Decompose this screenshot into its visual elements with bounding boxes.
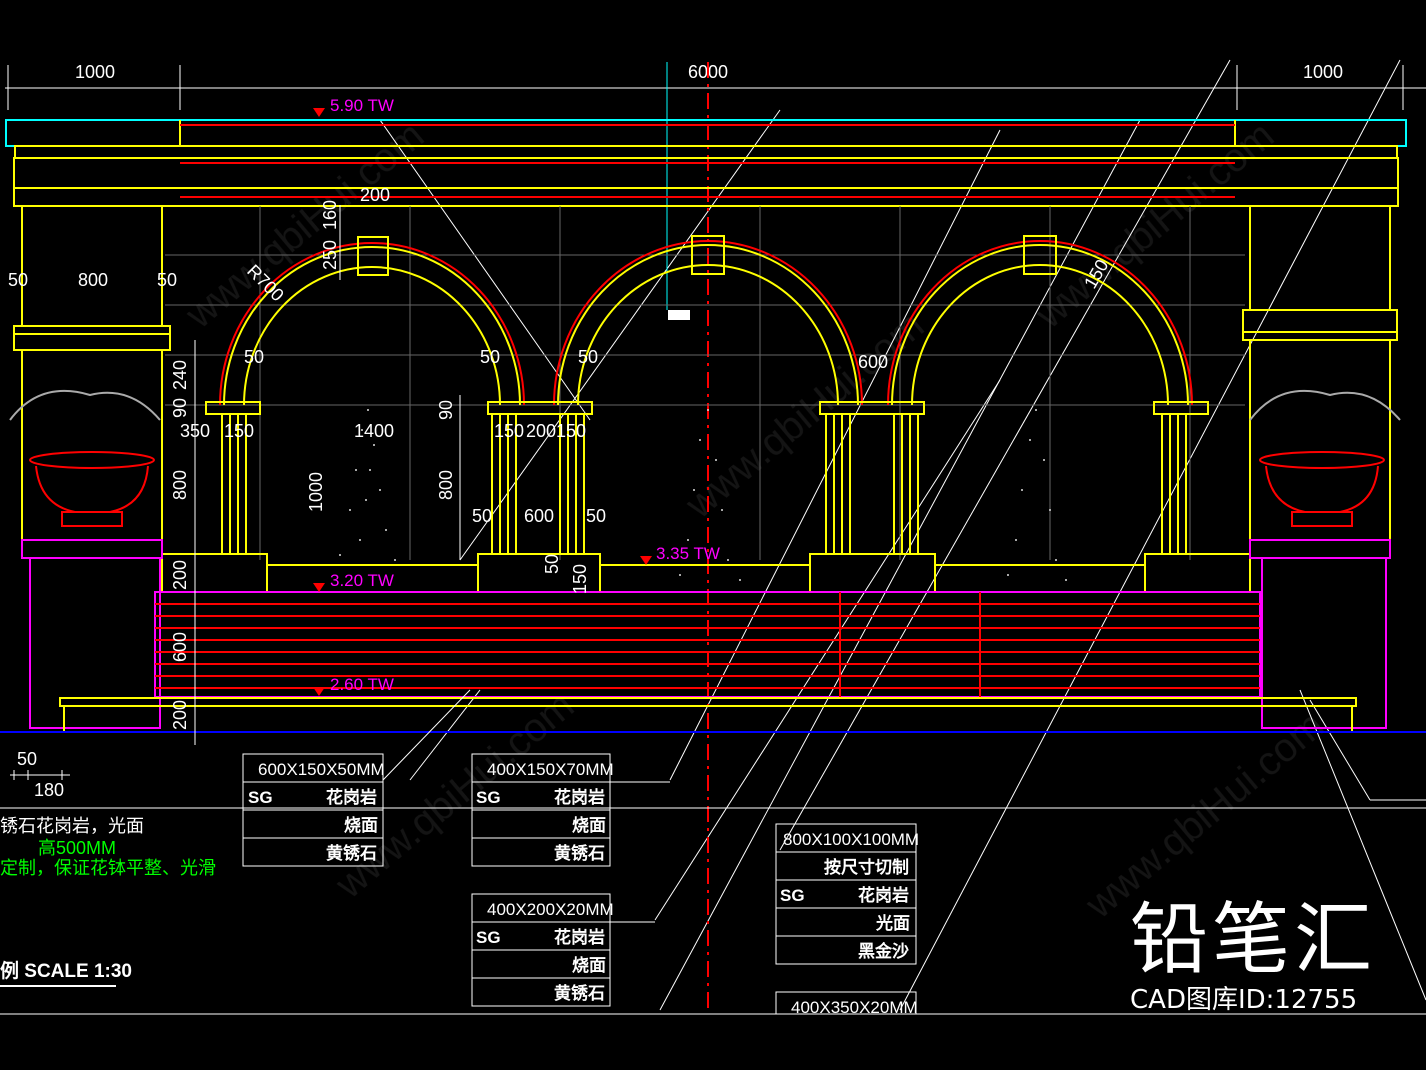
dim-text: 800 [78, 270, 108, 290]
dim-text: 240 [170, 360, 190, 390]
table-material: 花岗岩 [554, 787, 605, 807]
dim-text: 150 [556, 421, 586, 441]
dim-text: 50 [542, 554, 562, 574]
brand-watermark: 铅笔汇 CAD图库ID:12755 [1130, 895, 1376, 1016]
dim-text: 1000 [306, 472, 326, 512]
dim-text: 150 [494, 421, 524, 441]
material-table-5 [775, 991, 917, 1015]
dim-text: 800 [436, 470, 456, 500]
table-code: SG [248, 788, 273, 807]
planter-left [9, 389, 163, 729]
scale-label: 例 SCALE 1:30 [0, 959, 132, 982]
dim-text: 50 [157, 270, 177, 290]
dim-text: 160 [320, 200, 340, 230]
note-material: 锈石花岗岩，光面 [0, 816, 144, 836]
dim-text: 150 [570, 564, 590, 594]
table-size: 400X150X70MM [487, 760, 614, 779]
arch-right [887, 235, 1193, 406]
dim-ticks [10, 205, 461, 780]
planter-right [1249, 389, 1401, 729]
table-finish: 烧面 [344, 816, 378, 835]
dim-text: 50 [472, 506, 492, 526]
dim-text: 90 [436, 400, 456, 420]
table-cut: 按尺寸切制 [824, 857, 909, 877]
dim-text: 200 [360, 185, 390, 205]
label-marker [668, 310, 690, 320]
brand-id: CAD图库ID:12755 [1130, 985, 1358, 1015]
dim-text: 180 [34, 780, 64, 800]
dim-text: 600 [170, 632, 190, 662]
basin [0, 591, 1426, 733]
cornice [5, 119, 1407, 207]
level-335: 3.35 TW [656, 544, 720, 563]
table-code: SG [476, 788, 501, 807]
table-code: SG [780, 886, 805, 905]
table-material: 花岗岩 [858, 885, 909, 905]
dim-text: 1400 [354, 421, 394, 441]
table-finish: 烧面 [572, 956, 606, 975]
brand-logo: 铅笔汇 [1130, 895, 1377, 985]
level-markers [313, 108, 652, 696]
table-stone: 黄锈石 [326, 843, 377, 863]
level-590: 5.90 TW [330, 96, 394, 115]
note-custom: 定制，保证花钵平整、光滑 [0, 858, 216, 878]
level-320: 3.20 TW [330, 571, 394, 590]
dim-text: 50 [8, 270, 28, 290]
fountain-sprays [339, 409, 1067, 581]
dim-text: 90 [170, 398, 190, 418]
material-table-2 [471, 753, 670, 867]
arch-center [553, 235, 863, 406]
material-table-1 [242, 689, 471, 867]
level-260: 2.60 TW [330, 675, 394, 694]
right-pillar [1242, 205, 1398, 541]
dim-text: 50 [578, 347, 598, 367]
table-stone: 黑金沙 [858, 941, 909, 961]
arch-left [219, 236, 525, 406]
table-stone: 黄锈石 [554, 843, 605, 863]
dim-text: 250 [320, 240, 340, 270]
table-material: 花岗岩 [554, 927, 605, 947]
material-table-3 [471, 893, 655, 1007]
dim-left-1000: 1000 [75, 62, 115, 82]
dimension-top [5, 65, 1426, 110]
dim-text: 50 [480, 347, 500, 367]
table-finish: 烧面 [572, 816, 606, 835]
dim-text: 50 [17, 749, 37, 769]
table-code: SG [476, 928, 501, 947]
table-size: 400X350X20MM [791, 998, 918, 1017]
dim-text: 150 [224, 421, 254, 441]
dim-text: 800 [170, 470, 190, 500]
dim-text: 600 [524, 506, 554, 526]
table-stone: 黄锈石 [554, 983, 605, 1003]
material-table-4 [775, 823, 917, 965]
watermark-text: www.qbiHui.com [1077, 703, 1333, 927]
dim-right-1000: 1000 [1303, 62, 1343, 82]
table-size: 800X100X100MM [783, 830, 919, 849]
dim-text: 600 [858, 352, 888, 372]
dim-text: 50 [244, 347, 264, 367]
table-material: 花岗岩 [326, 787, 377, 807]
left-pillar [13, 205, 171, 541]
dim-text: 200 [170, 700, 190, 730]
dim-text: 200 [526, 421, 556, 441]
table-size: 400X200X20MM [487, 900, 614, 919]
table-finish: 光面 [875, 913, 910, 933]
note-height: 高500MM [38, 838, 116, 858]
dim-text: 200 [170, 560, 190, 590]
dim-text: 50 [586, 506, 606, 526]
table-size: 600X150X50MM [258, 760, 385, 779]
